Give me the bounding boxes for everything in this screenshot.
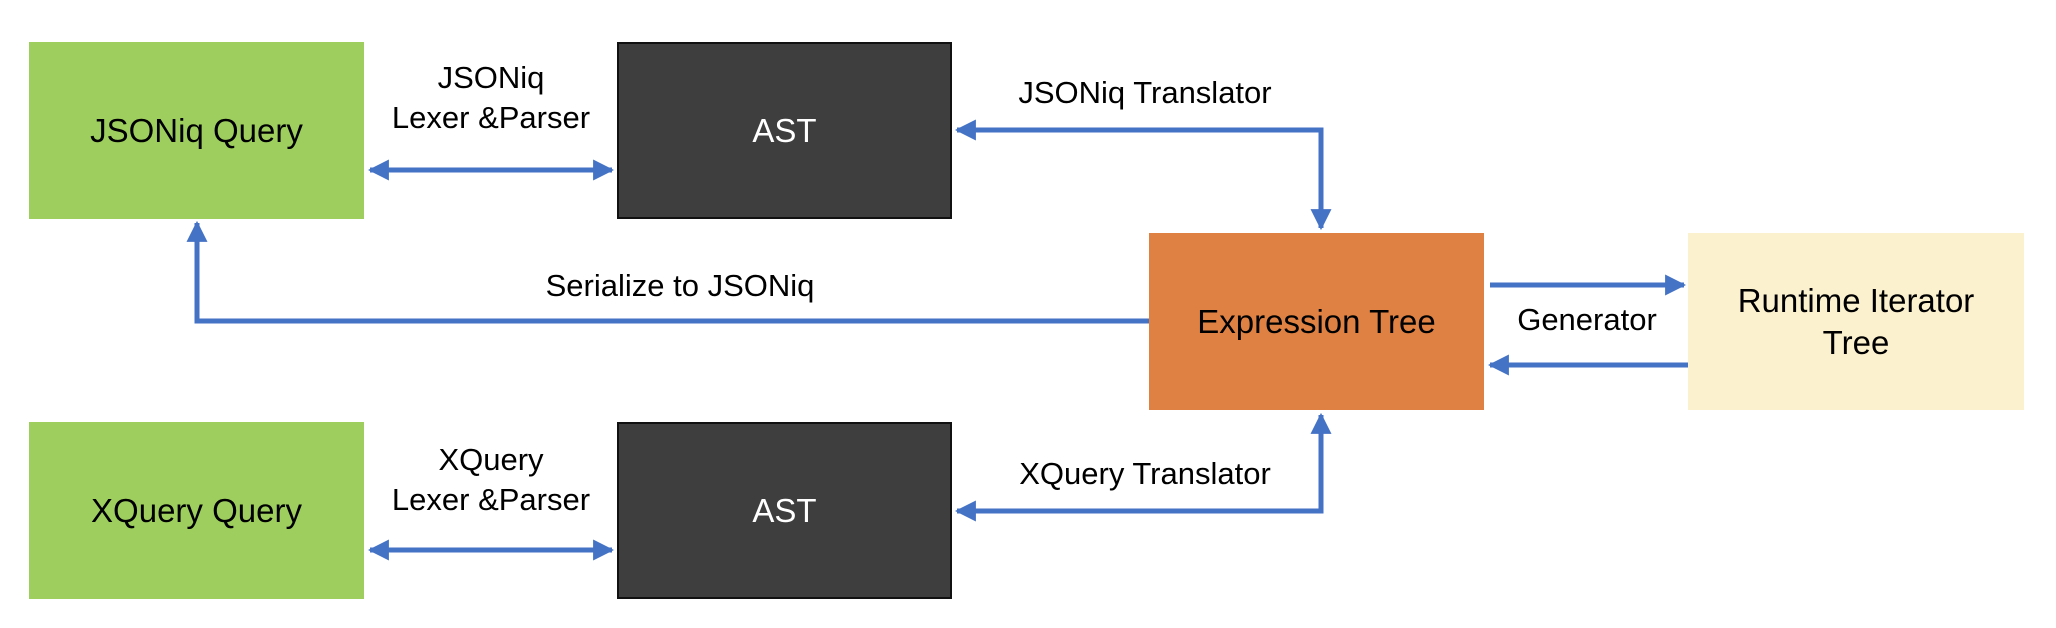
- ast-top-box: AST: [617, 42, 952, 219]
- arrow-jsoniq-translator: [954, 119, 1332, 231]
- jsoniq-translator-label: JSONiq Translator: [985, 73, 1305, 113]
- ast-bottom-label: AST: [752, 491, 817, 529]
- jsoniq-query-box: JSONiq Query: [29, 42, 364, 219]
- xquery-translator-text: XQuery Translator: [1019, 456, 1271, 491]
- ast-top-label: AST: [752, 111, 817, 149]
- ast-bottom-box: AST: [617, 422, 952, 599]
- runtime-iterator-tree-box: Runtime Iterator Tree: [1688, 233, 2024, 410]
- generator-label: Generator: [1494, 300, 1680, 340]
- arrow-xquery-translator: [954, 412, 1332, 522]
- expression-tree-label: Expression Tree: [1197, 302, 1436, 340]
- serialize-to-jsoniq-label: Serialize to JSONiq: [480, 266, 880, 306]
- jsoniq-lexer-parser-label: JSONiq Lexer &Parser: [368, 58, 614, 139]
- xquery-lexer-parser-label: XQuery Lexer &Parser: [368, 440, 614, 521]
- jsoniq-lexer-parser-label-line2: Lexer &Parser: [391, 100, 591, 136]
- xquery-query-label: XQuery Query: [91, 491, 302, 529]
- jsoniq-lexer-parser-label-line1: JSONiq: [437, 60, 545, 95]
- serialize-to-jsoniq-text: Serialize to JSONiq: [545, 268, 815, 303]
- xquery-translator-label: XQuery Translator: [985, 454, 1305, 494]
- xquery-lexer-parser-label-line1: XQuery: [438, 442, 544, 477]
- generator-text: Generator: [1517, 302, 1657, 337]
- arrow-serialize-to-jsoniq: [186, 220, 1149, 324]
- jsoniq-query-label: JSONiq Query: [90, 111, 303, 149]
- jsoniq-translator-text: JSONiq Translator: [1018, 75, 1272, 110]
- expression-tree-box: Expression Tree: [1149, 233, 1484, 410]
- runtime-iterator-tree-label-line2: Tree: [1822, 323, 1890, 361]
- xquery-query-box: XQuery Query: [29, 422, 364, 599]
- runtime-iterator-tree-label-line1: Runtime Iterator: [1737, 282, 1975, 320]
- xquery-lexer-parser-label-line2: Lexer &Parser: [391, 482, 591, 518]
